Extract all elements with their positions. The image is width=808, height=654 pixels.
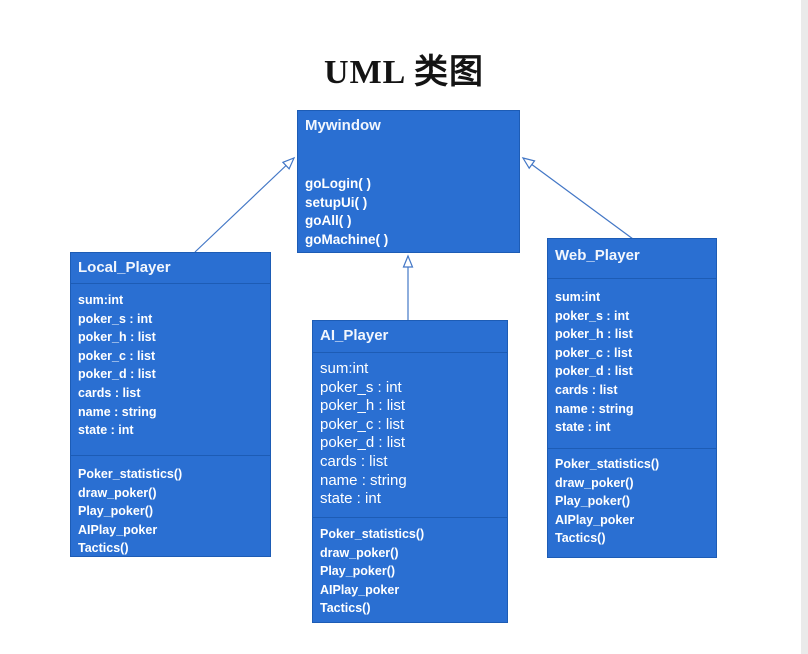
page-right-gutter xyxy=(801,0,808,654)
attribute: state : int xyxy=(320,490,381,508)
attribute: poker_s : int xyxy=(320,378,402,396)
attribute: poker_c : list xyxy=(78,348,156,363)
attribute: poker_s : int xyxy=(555,308,630,323)
method: Play_poker() xyxy=(78,504,154,519)
generalization-arrow-web-to-mywindow xyxy=(521,157,634,240)
method: Poker_statistics() xyxy=(78,467,183,481)
attribute: cards : list xyxy=(78,385,141,400)
methods-section: Poker_statistics() draw_poker() Play_pok… xyxy=(71,456,270,558)
attribute: poker_c : list xyxy=(320,415,405,433)
attribute: poker_s : int xyxy=(78,311,153,326)
method: Play_poker() xyxy=(555,494,631,509)
method: goAll( ) xyxy=(305,213,352,228)
method: Play_poker() xyxy=(320,564,396,579)
attribute: poker_h : list xyxy=(78,330,156,345)
method: AIPlay_poker xyxy=(320,582,400,597)
class-name: Mywindow xyxy=(305,117,381,134)
attribute: sum:int xyxy=(320,360,369,377)
method: Tactics() xyxy=(320,601,371,616)
attribute: cards : list xyxy=(555,382,618,397)
attribute: name : string xyxy=(555,401,634,416)
attribute: state : int xyxy=(78,423,134,438)
attributes-section: sum:int poker_s : int poker_h : list pok… xyxy=(548,279,716,449)
method: draw_poker() xyxy=(320,545,399,560)
class-name: AI_Player xyxy=(313,321,507,353)
method: goLogin( ) xyxy=(305,176,371,191)
attribute: poker_c : list xyxy=(555,345,633,360)
attribute: sum:int xyxy=(555,290,601,304)
attribute: sum:int xyxy=(78,293,124,307)
class-name: Local_Player xyxy=(71,253,270,284)
method: Poker_statistics() xyxy=(320,527,425,541)
method: goMachine( ) xyxy=(305,231,389,247)
method: Tactics() xyxy=(555,531,606,546)
attribute: poker_h : list xyxy=(320,397,406,415)
page-title: UML 类图 xyxy=(324,54,484,91)
attribute: poker_d : list xyxy=(555,364,633,379)
methods-section: Poker_statistics() draw_poker() Play_pok… xyxy=(313,518,507,618)
attribute: state : int xyxy=(555,420,611,435)
class-box-local-player: Local_Player sum:int poker_s : int poker… xyxy=(70,252,271,557)
attributes-section: sum:int poker_s : int poker_h : list pok… xyxy=(313,353,507,518)
attribute: cards : list xyxy=(320,452,388,470)
methods-section: goLogin( ) setupUi( ) goAll( ) goMachine… xyxy=(305,175,388,249)
class-name: Web_Player xyxy=(548,239,716,279)
method: Poker_statistics() xyxy=(555,457,660,471)
method: setupUi( ) xyxy=(305,194,368,210)
method: Tactics() xyxy=(78,541,129,556)
class-box-mywindow: Mywindow goLogin( ) setupUi( ) goAll( ) … xyxy=(297,110,520,253)
attribute: poker_d : list xyxy=(78,367,156,382)
attributes-section: sum:int poker_s : int poker_h : list pok… xyxy=(71,284,270,456)
class-box-web-player: Web_Player sum:int poker_s : int poker_h… xyxy=(547,238,717,558)
methods-section: Poker_statistics() draw_poker() Play_pok… xyxy=(548,449,716,548)
class-box-ai-player: AI_Player sum:int poker_s : int poker_h … xyxy=(312,320,508,623)
attribute: poker_h : list xyxy=(555,327,633,342)
method: AIPlay_poker xyxy=(555,512,635,527)
attribute: name : string xyxy=(78,404,157,419)
method: AIPlay_poker xyxy=(78,522,158,537)
attribute: poker_d : list xyxy=(320,434,406,452)
attribute: name : string xyxy=(320,471,407,489)
method: draw_poker() xyxy=(555,475,634,490)
generalization-arrow-local-to-mywindow xyxy=(194,156,296,253)
method: draw_poker() xyxy=(78,485,157,500)
